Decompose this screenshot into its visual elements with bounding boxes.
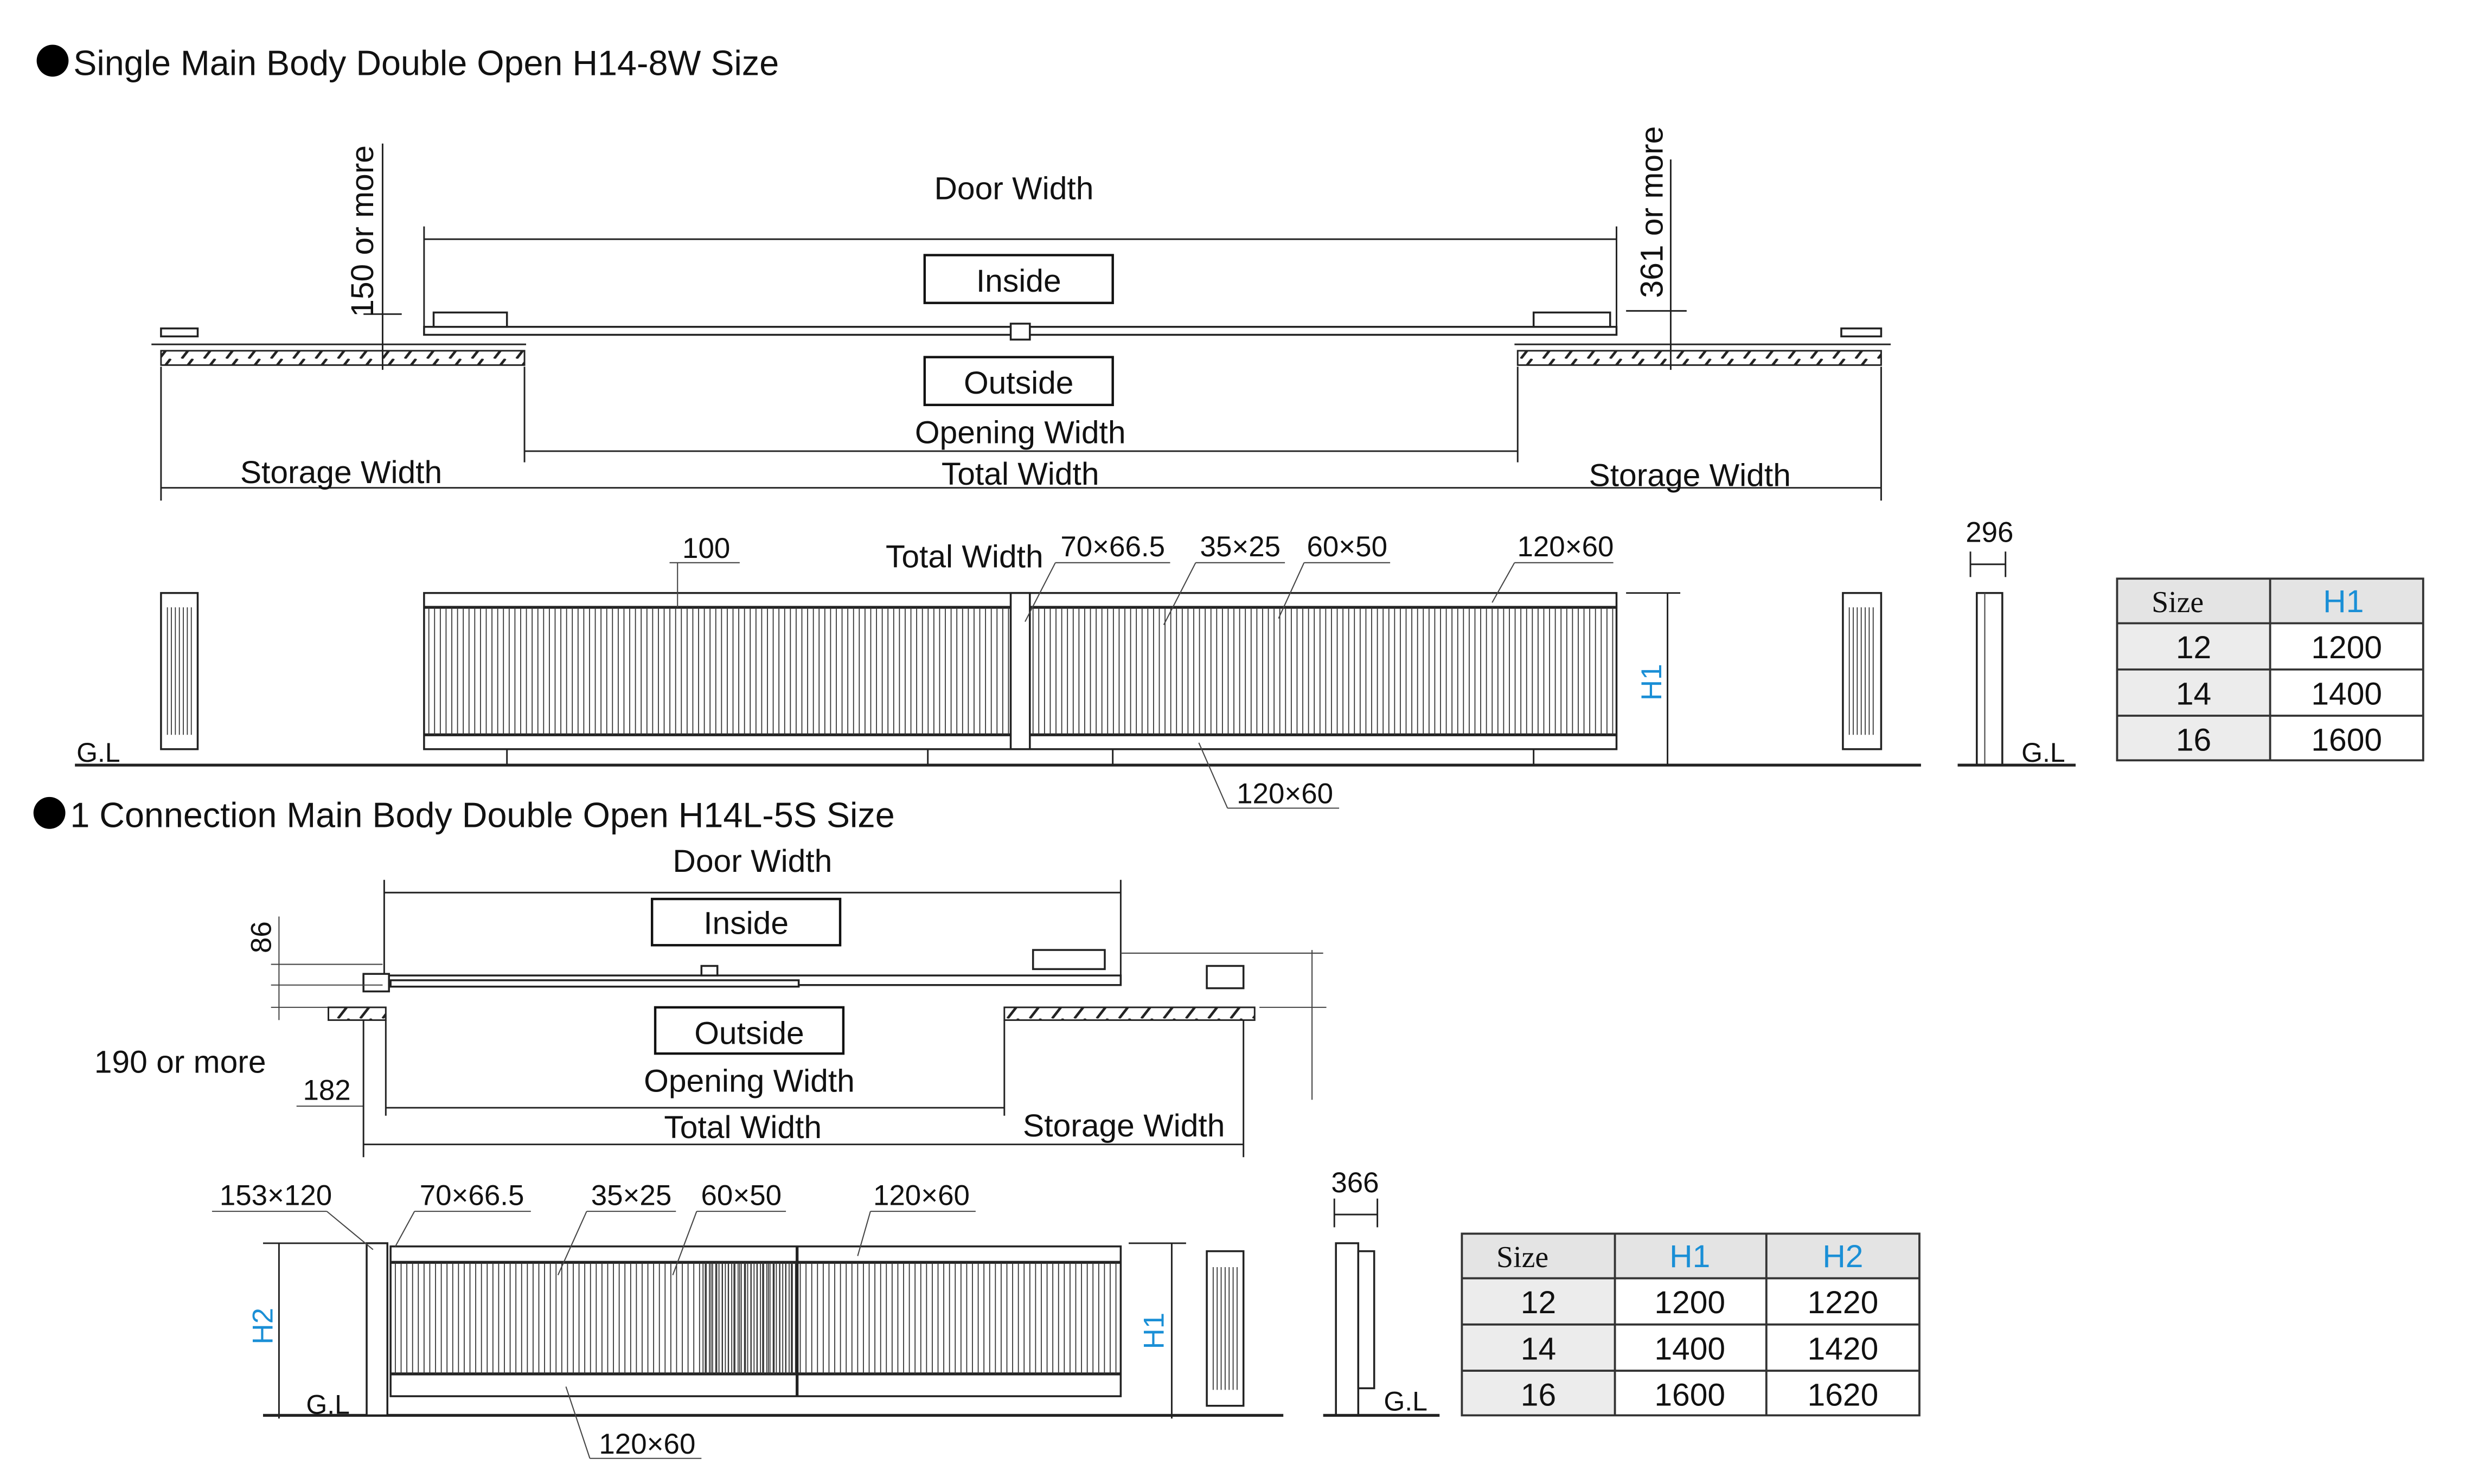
- center-latch: [1009, 323, 1031, 341]
- section2-side-view: 366 G.L: [1323, 1167, 1440, 1417]
- section1: Single Main Body Double Open H14-8W Size…: [36, 43, 2424, 810]
- gate-slats: [1032, 607, 1614, 735]
- h1-label: H1: [1636, 664, 1668, 701]
- dim-86-label: 86: [246, 921, 278, 953]
- elevation-total-width-label: Total Width: [886, 539, 1044, 575]
- clearance-label: 190 or more: [94, 1044, 266, 1080]
- table-header-size: Size: [2152, 586, 2204, 619]
- total-width-label: Total Width: [942, 457, 1099, 492]
- ground-hatch-right: [1516, 350, 1882, 366]
- table-header-h1: H1: [2323, 584, 2364, 619]
- post-size-label: 70×66.5: [1060, 531, 1165, 563]
- top-rail-size-label: 120×60: [873, 1179, 970, 1211]
- end-post-size-label: 153×120: [220, 1179, 332, 1211]
- top-rail-size-label: 120×60: [1517, 531, 1614, 563]
- gate-slats: [1212, 1267, 1238, 1390]
- section1-size-table: Size H1 12 1200 14 1400 16 1600: [2116, 577, 2424, 762]
- dim-182-label: 182: [303, 1074, 350, 1106]
- gate-slats: [1848, 607, 1874, 735]
- side-depth-label: 366: [1331, 1167, 1379, 1199]
- table-cell: 16: [1521, 1378, 1556, 1413]
- section2-size-table: Size H1 H2 12 1200 1220 14 1400 1420 16 …: [1461, 1232, 1921, 1417]
- section2-plan-view: Door Width Inside 86 Outside 190 or: [94, 844, 1327, 1158]
- gate-slats: [799, 1262, 1117, 1374]
- table-cell: 1200: [1654, 1285, 1725, 1320]
- slat-size-label: 35×25: [591, 1179, 672, 1211]
- table-cell: 1600: [1654, 1378, 1725, 1413]
- section1-elevation-view: G.L H1 100 Total Width 70×66.5 35×25: [75, 531, 1921, 810]
- side-gl-label: G.L: [1384, 1386, 1427, 1417]
- section2-elevation-view: G.L H2 H1 153×120 70×66.5 35×25 60×50: [212, 1179, 1284, 1460]
- bottom-rail-size-label: 120×60: [1237, 778, 1333, 810]
- inside-label: Inside: [703, 906, 789, 941]
- table-header-h1: H1: [1669, 1239, 1710, 1274]
- clearance-right-label: 361 or more: [1635, 126, 1670, 298]
- outside-label: Outside: [964, 365, 1074, 401]
- table-cell: 1620: [1808, 1378, 1879, 1413]
- table-cell: 12: [1521, 1285, 1556, 1320]
- opening-width-label: Opening Width: [915, 415, 1126, 450]
- section2: 1 Connection Main Body Double Open H14L-…: [33, 795, 1921, 1460]
- door-width-label: Door Width: [934, 171, 1093, 207]
- side-depth-label: 296: [1966, 517, 2013, 549]
- side-gl-label: G.L: [2021, 737, 2065, 768]
- bottom-rail-size-label: 120×60: [599, 1428, 695, 1460]
- table-cell: 14: [1521, 1332, 1556, 1367]
- center-post: [1009, 592, 1031, 750]
- table-cell: 14: [2176, 676, 2211, 711]
- section2-title: 1 Connection Main Body Double Open H14L-…: [70, 795, 894, 835]
- table-cell: 1200: [2311, 630, 2382, 665]
- gl-label: G.L: [76, 737, 120, 768]
- table-header-h2: H2: [1822, 1239, 1863, 1274]
- section1-title: Single Main Body Double Open H14-8W Size: [73, 43, 779, 82]
- post-size-label: 70×66.5: [420, 1179, 524, 1211]
- table-cell: 1400: [2311, 676, 2382, 711]
- gate-slats: [167, 607, 192, 735]
- h1-label: H1: [1138, 1313, 1170, 1350]
- frame-size-label: 60×50: [701, 1179, 782, 1211]
- outside-box: [923, 356, 1114, 407]
- table-cell: 1420: [1808, 1332, 1879, 1367]
- section1-plan-view: Door Width Inside 150 or more 361 or mor…: [151, 126, 1891, 501]
- gate-slats: [702, 1262, 796, 1374]
- table-cell: 1600: [2311, 723, 2382, 758]
- end-post: [366, 1242, 389, 1417]
- outside-label: Outside: [694, 1016, 804, 1051]
- door-width-label: Door Width: [673, 844, 832, 879]
- bullet-icon: [36, 44, 69, 77]
- dim-100-label: 100: [682, 532, 730, 564]
- storage-width-right-label: Storage Width: [1589, 458, 1791, 493]
- storage-width-left-label: Storage Width: [240, 455, 442, 490]
- opening-width-label: Opening Width: [644, 1064, 855, 1099]
- inside-box: [923, 254, 1114, 304]
- gl-label: G.L: [306, 1389, 350, 1419]
- section1-side-view: 296 G.L: [1957, 517, 2076, 768]
- table-header-size: Size: [1496, 1241, 1548, 1274]
- gate-panel: [389, 1245, 1122, 1397]
- table-cell: 16: [2176, 723, 2211, 758]
- table-cell: 1400: [1654, 1332, 1725, 1367]
- table-cell: 12: [2176, 630, 2211, 665]
- h2-label: H2: [247, 1308, 279, 1345]
- ground-hatch-left: [160, 350, 526, 366]
- total-width-label: Total Width: [664, 1110, 822, 1145]
- frame-size-label: 60×50: [1307, 531, 1387, 563]
- table-cell: 1220: [1808, 1285, 1879, 1320]
- clearance-left-label: 150 or more: [345, 145, 380, 317]
- inside-label: Inside: [976, 264, 1061, 299]
- storage-width-label: Storage Width: [1023, 1108, 1225, 1143]
- slat-size-label: 35×25: [1200, 531, 1281, 563]
- gate-slats: [428, 607, 1009, 735]
- bullet-icon: [33, 796, 66, 829]
